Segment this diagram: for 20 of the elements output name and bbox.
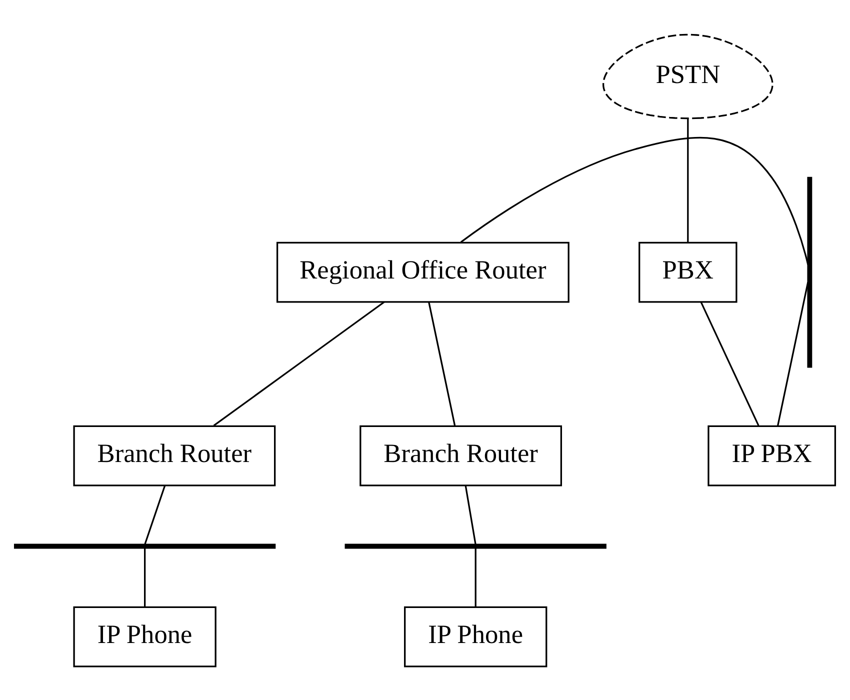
connector: [428, 301, 456, 426]
node-bar: [14, 543, 276, 548]
node-box: IP Phone: [73, 606, 216, 667]
connector: [460, 136, 809, 264]
connector: [777, 281, 809, 426]
connector: [687, 118, 689, 242]
connector: [464, 484, 476, 544]
node-bar: [344, 543, 606, 548]
connector: [144, 484, 166, 544]
connector: [474, 548, 476, 607]
connector: [144, 548, 146, 607]
node-box: Branch Router: [360, 424, 562, 486]
node-box: PBX: [638, 241, 738, 302]
node-bar: [807, 176, 812, 368]
connector: [700, 301, 760, 426]
node-box: IP PBX: [708, 424, 836, 486]
node-box: Branch Router: [73, 424, 276, 486]
connector: [213, 300, 385, 426]
node-box: Regional Office Router: [276, 241, 570, 302]
node-box: IP Phone: [404, 606, 548, 667]
